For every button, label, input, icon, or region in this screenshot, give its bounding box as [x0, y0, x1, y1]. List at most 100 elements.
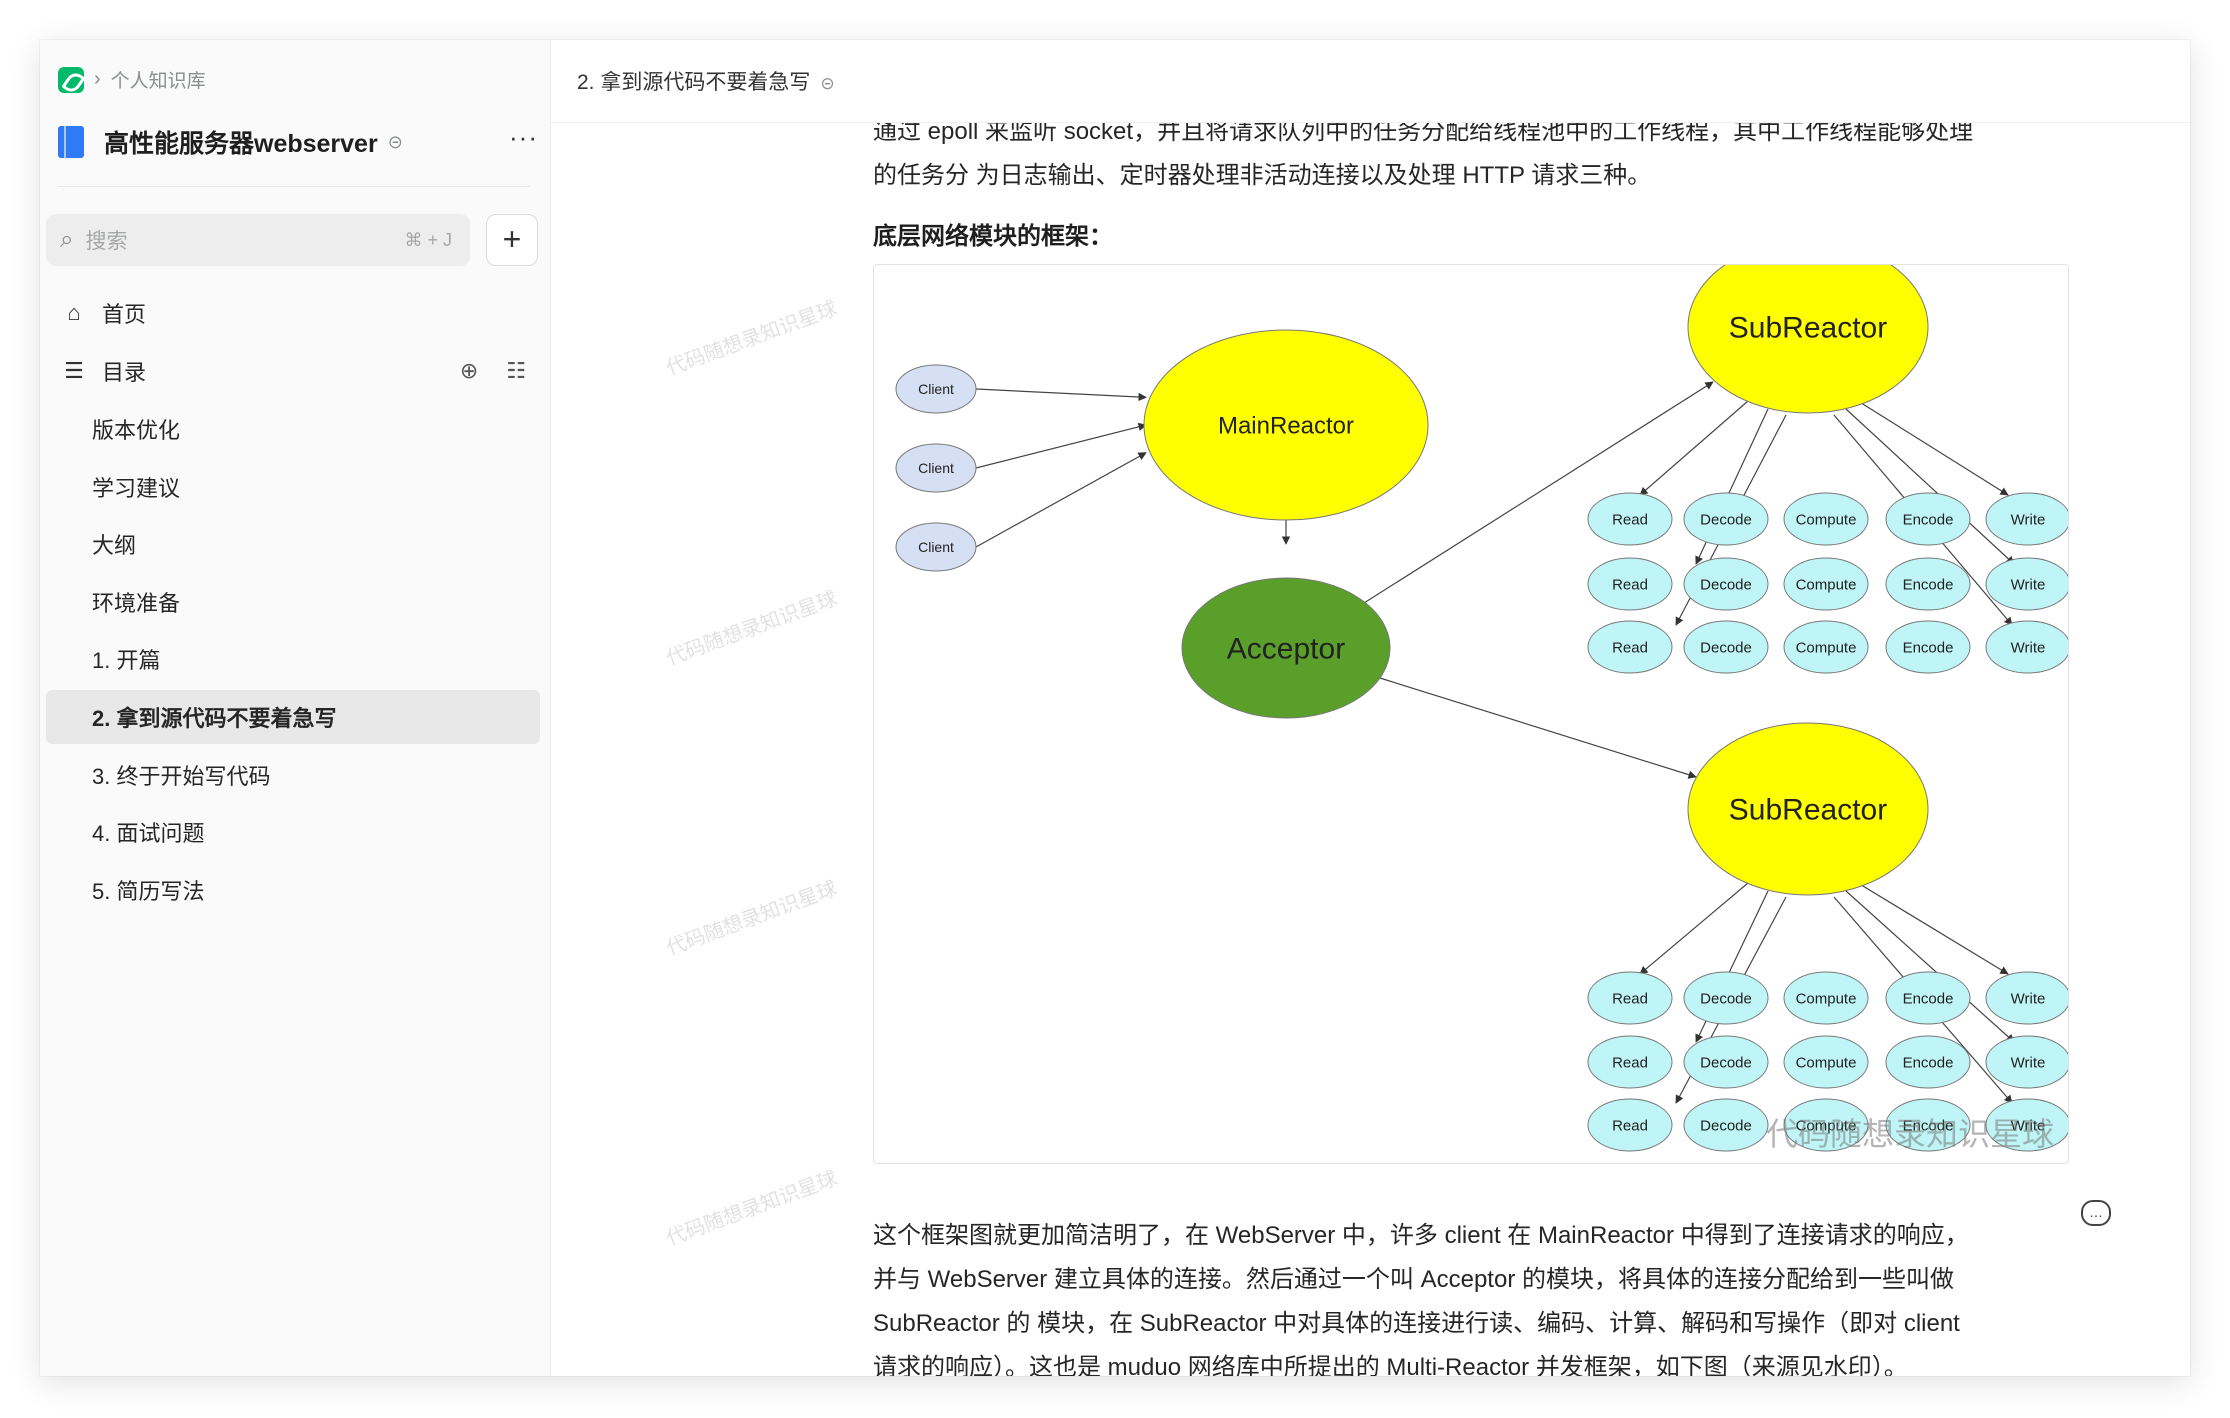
sidebar-item-label: 首页: [102, 302, 147, 327]
sidebar: › 个人知识库 高性能服务器webserver ⊝ ··· ⌕ 搜索 ⌘ + J…: [40, 40, 551, 1376]
list-outline-icon[interactable]: ☷: [506, 358, 526, 383]
diagram-arrow: [1639, 882, 1749, 975]
lock-icon: ⊝: [387, 131, 403, 152]
op-node-encode: Encode: [1885, 1035, 1971, 1089]
breadcrumb: › 个人知识库: [58, 66, 206, 93]
op-node-decode: Decode: [1683, 492, 1769, 546]
op-node-read: Read: [1587, 557, 1673, 611]
diagram-arrow: [1845, 890, 2015, 1043]
op-node-encode-label: Encode: [1903, 1117, 1954, 1134]
sidebar-item-toc[interactable]: ☰ 目录 ⊕ ☷: [46, 344, 540, 398]
locate-icon[interactable]: ⊕: [459, 358, 479, 383]
op-node-decode-label: Decode: [1700, 639, 1752, 656]
toc-item-active[interactable]: 2. 拿到源代码不要着急写: [46, 690, 540, 744]
acceptor-node: Acceptor: [1181, 577, 1391, 719]
breadcrumb-item[interactable]: 个人知识库: [110, 71, 206, 92]
op-node-write-label: Write: [2011, 639, 2046, 656]
sidebar-item-home[interactable]: ⌂ 首页: [46, 286, 540, 340]
toc-icon: ☰: [64, 358, 84, 383]
book-title-row[interactable]: 高性能服务器webserver ⊝ ···: [58, 118, 538, 166]
toc-item[interactable]: 大纲: [46, 517, 540, 571]
sub-reactor-node-label: SubReactor: [1729, 794, 1887, 827]
op-node-compute: Compute: [1783, 1035, 1869, 1089]
op-node-encode-label: Encode: [1903, 576, 1954, 593]
op-node-decode-label: Decode: [1700, 511, 1752, 528]
toc-item[interactable]: 版本优化: [46, 402, 540, 456]
divider: [58, 186, 530, 187]
op-node-encode: Encode: [1885, 971, 1971, 1025]
op-node-compute: Compute: [1783, 557, 1869, 611]
op-node-compute-label: Compute: [1796, 1117, 1857, 1134]
search-placeholder: 搜索: [85, 230, 128, 253]
more-icon[interactable]: ···: [509, 122, 538, 152]
diagram-arrow: [1845, 408, 2015, 565]
doc-header: 2. 拿到源代码不要着急写⊝: [551, 40, 2190, 123]
paragraph: 通过 epoll 来监听 socket，并且将请求队列中的任务分配给线程池中的工…: [873, 122, 2043, 198]
op-node-decode-label: Decode: [1700, 576, 1752, 593]
search-shortcut: ⌘ + J: [404, 229, 452, 250]
toc-item[interactable]: 5. 简历写法: [46, 863, 540, 917]
comment-icon[interactable]: …: [2081, 1200, 2111, 1226]
book-title: 高性能服务器webserver: [104, 130, 378, 158]
paragraph-line: 这个框架图就更加简洁明了，在 WebServer 中，许多 client 在 M…: [873, 1222, 1969, 1249]
op-node-write: Write: [1985, 492, 2068, 546]
client-node-label: Client: [918, 539, 954, 555]
op-node-write-label: Write: [2011, 576, 2046, 593]
toc-item-label: 3. 终于开始写代码: [92, 764, 271, 789]
diagram-arrow: [975, 388, 1147, 402]
lock-icon: ⊝: [820, 74, 835, 93]
op-node-compute-label: Compute: [1796, 990, 1857, 1007]
op-node-write: Write: [1985, 620, 2068, 674]
op-node-decode-label: Decode: [1700, 1054, 1752, 1071]
op-node-compute: Compute: [1783, 1098, 1869, 1152]
paragraph-line: 通过 epoll 来监听 socket，并且将请求队列中的任务分配给线程池中的工…: [873, 122, 1974, 145]
op-node-compute: Compute: [1783, 492, 1869, 546]
op-node-compute: Compute: [1783, 971, 1869, 1025]
app-logo-icon[interactable]: [58, 66, 84, 93]
diagram-arrow: [1857, 400, 2009, 496]
watermark: 代码随想录知识星球: [663, 587, 841, 670]
doc-content: 代码随想录知识星球 代码随想录知识星球 代码随想录知识星球 代码随想录知识星球 …: [551, 122, 2190, 1376]
toc-item[interactable]: 环境准备: [46, 575, 540, 629]
home-icon: ⌂: [67, 300, 81, 325]
toc-item[interactable]: 1. 开篇: [46, 632, 540, 686]
acceptor-node-label: Acceptor: [1227, 633, 1345, 666]
section-heading: 底层网络模块的框架：: [873, 223, 1113, 250]
diagram-watermark: 代码随想录知识星球: [1765, 1116, 2054, 1152]
op-node-encode-label: Encode: [1903, 511, 1954, 528]
op-node-write-label: Write: [2011, 990, 2046, 1007]
toc-item[interactable]: 3. 终于开始写代码: [46, 748, 540, 802]
client-node: Client: [895, 364, 977, 414]
client-node: Client: [895, 522, 977, 572]
toc-item-label: 1. 开篇: [92, 648, 161, 673]
paragraph-line: 请求的响应）。这也是 muduo 网络库中所提出的 Multi-Reactor …: [873, 1354, 1908, 1376]
op-node-write-label: Write: [2011, 1054, 2046, 1071]
paragraph: 这个框架图就更加简洁明了，在 WebServer 中，许多 client 在 M…: [873, 1214, 2043, 1376]
op-node-read-label: Read: [1612, 639, 1648, 656]
diagram-arrow: [1379, 677, 1697, 779]
op-node-read: Read: [1587, 1035, 1673, 1089]
op-node-write: Write: [1985, 1098, 2068, 1152]
client-node-label: Client: [918, 381, 954, 397]
toc-item-label: 2. 拿到源代码不要着急写: [92, 706, 337, 731]
op-node-write-label: Write: [2011, 1117, 2046, 1134]
add-button[interactable]: +: [486, 214, 538, 266]
op-node-compute-label: Compute: [1796, 1054, 1857, 1071]
op-node-read: Read: [1587, 971, 1673, 1025]
op-node-read-label: Read: [1612, 576, 1648, 593]
op-node-compute-label: Compute: [1796, 511, 1857, 528]
op-node-decode: Decode: [1683, 971, 1769, 1025]
toc-item[interactable]: 4. 面试问题: [46, 805, 540, 859]
op-node-write: Write: [1985, 1035, 2068, 1089]
op-node-decode-label: Decode: [1700, 990, 1752, 1007]
main-reactor-node: MainReactor: [1143, 329, 1429, 521]
op-node-encode-label: Encode: [1903, 990, 1954, 1007]
search-input[interactable]: ⌕ 搜索 ⌘ + J: [46, 214, 470, 266]
op-node-read-label: Read: [1612, 511, 1648, 528]
op-node-read: Read: [1587, 492, 1673, 546]
op-node-encode: Encode: [1885, 620, 1971, 674]
op-node-decode: Decode: [1683, 1035, 1769, 1089]
op-node-read-label: Read: [1612, 1117, 1648, 1134]
toc-item[interactable]: 学习建议: [46, 460, 540, 514]
